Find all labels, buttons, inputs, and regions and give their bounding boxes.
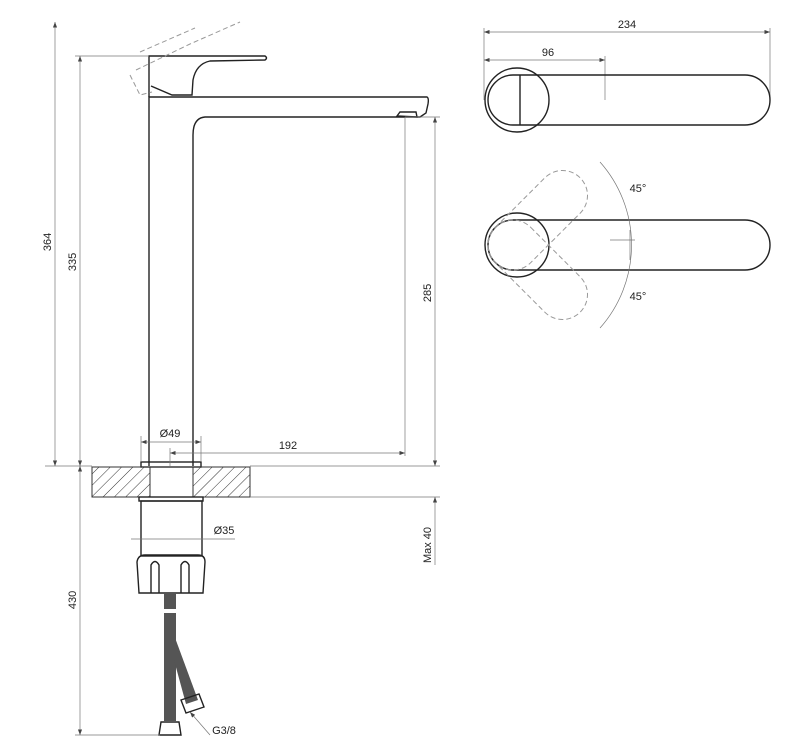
dim-max40-label: Max 40 <box>422 527 434 563</box>
dim-430-label: 430 <box>67 591 79 609</box>
dim-335-label: 335 <box>67 253 79 271</box>
dim-49-label: Ø49 <box>160 428 181 440</box>
dim-234-label: 234 <box>618 19 636 31</box>
hose-nut <box>158 721 182 736</box>
angle-up-label: 45° <box>630 183 647 195</box>
dim-35-label: Ø35 <box>214 525 235 537</box>
hose-nut <box>180 693 205 714</box>
leader-g38 <box>189 711 211 736</box>
mounting-nut <box>136 554 206 594</box>
angle-down-label: 45° <box>630 291 647 303</box>
lever-handle <box>148 55 268 97</box>
top-view-rotation <box>484 161 771 329</box>
top-view <box>483 28 771 133</box>
g38-label: G3/8 <box>212 725 236 737</box>
dim-192-label: 192 <box>279 440 297 452</box>
dim-96-label: 96 <box>542 47 554 59</box>
base-flange <box>140 461 202 468</box>
mounting-shank <box>136 496 206 594</box>
dim-364-label: 364 <box>42 233 54 251</box>
countertop <box>91 466 251 498</box>
supply-hoses <box>158 593 205 736</box>
lever-open-position <box>129 21 241 96</box>
faucet-side-view <box>129 21 430 468</box>
dim-285-label: 285 <box>422 284 434 302</box>
